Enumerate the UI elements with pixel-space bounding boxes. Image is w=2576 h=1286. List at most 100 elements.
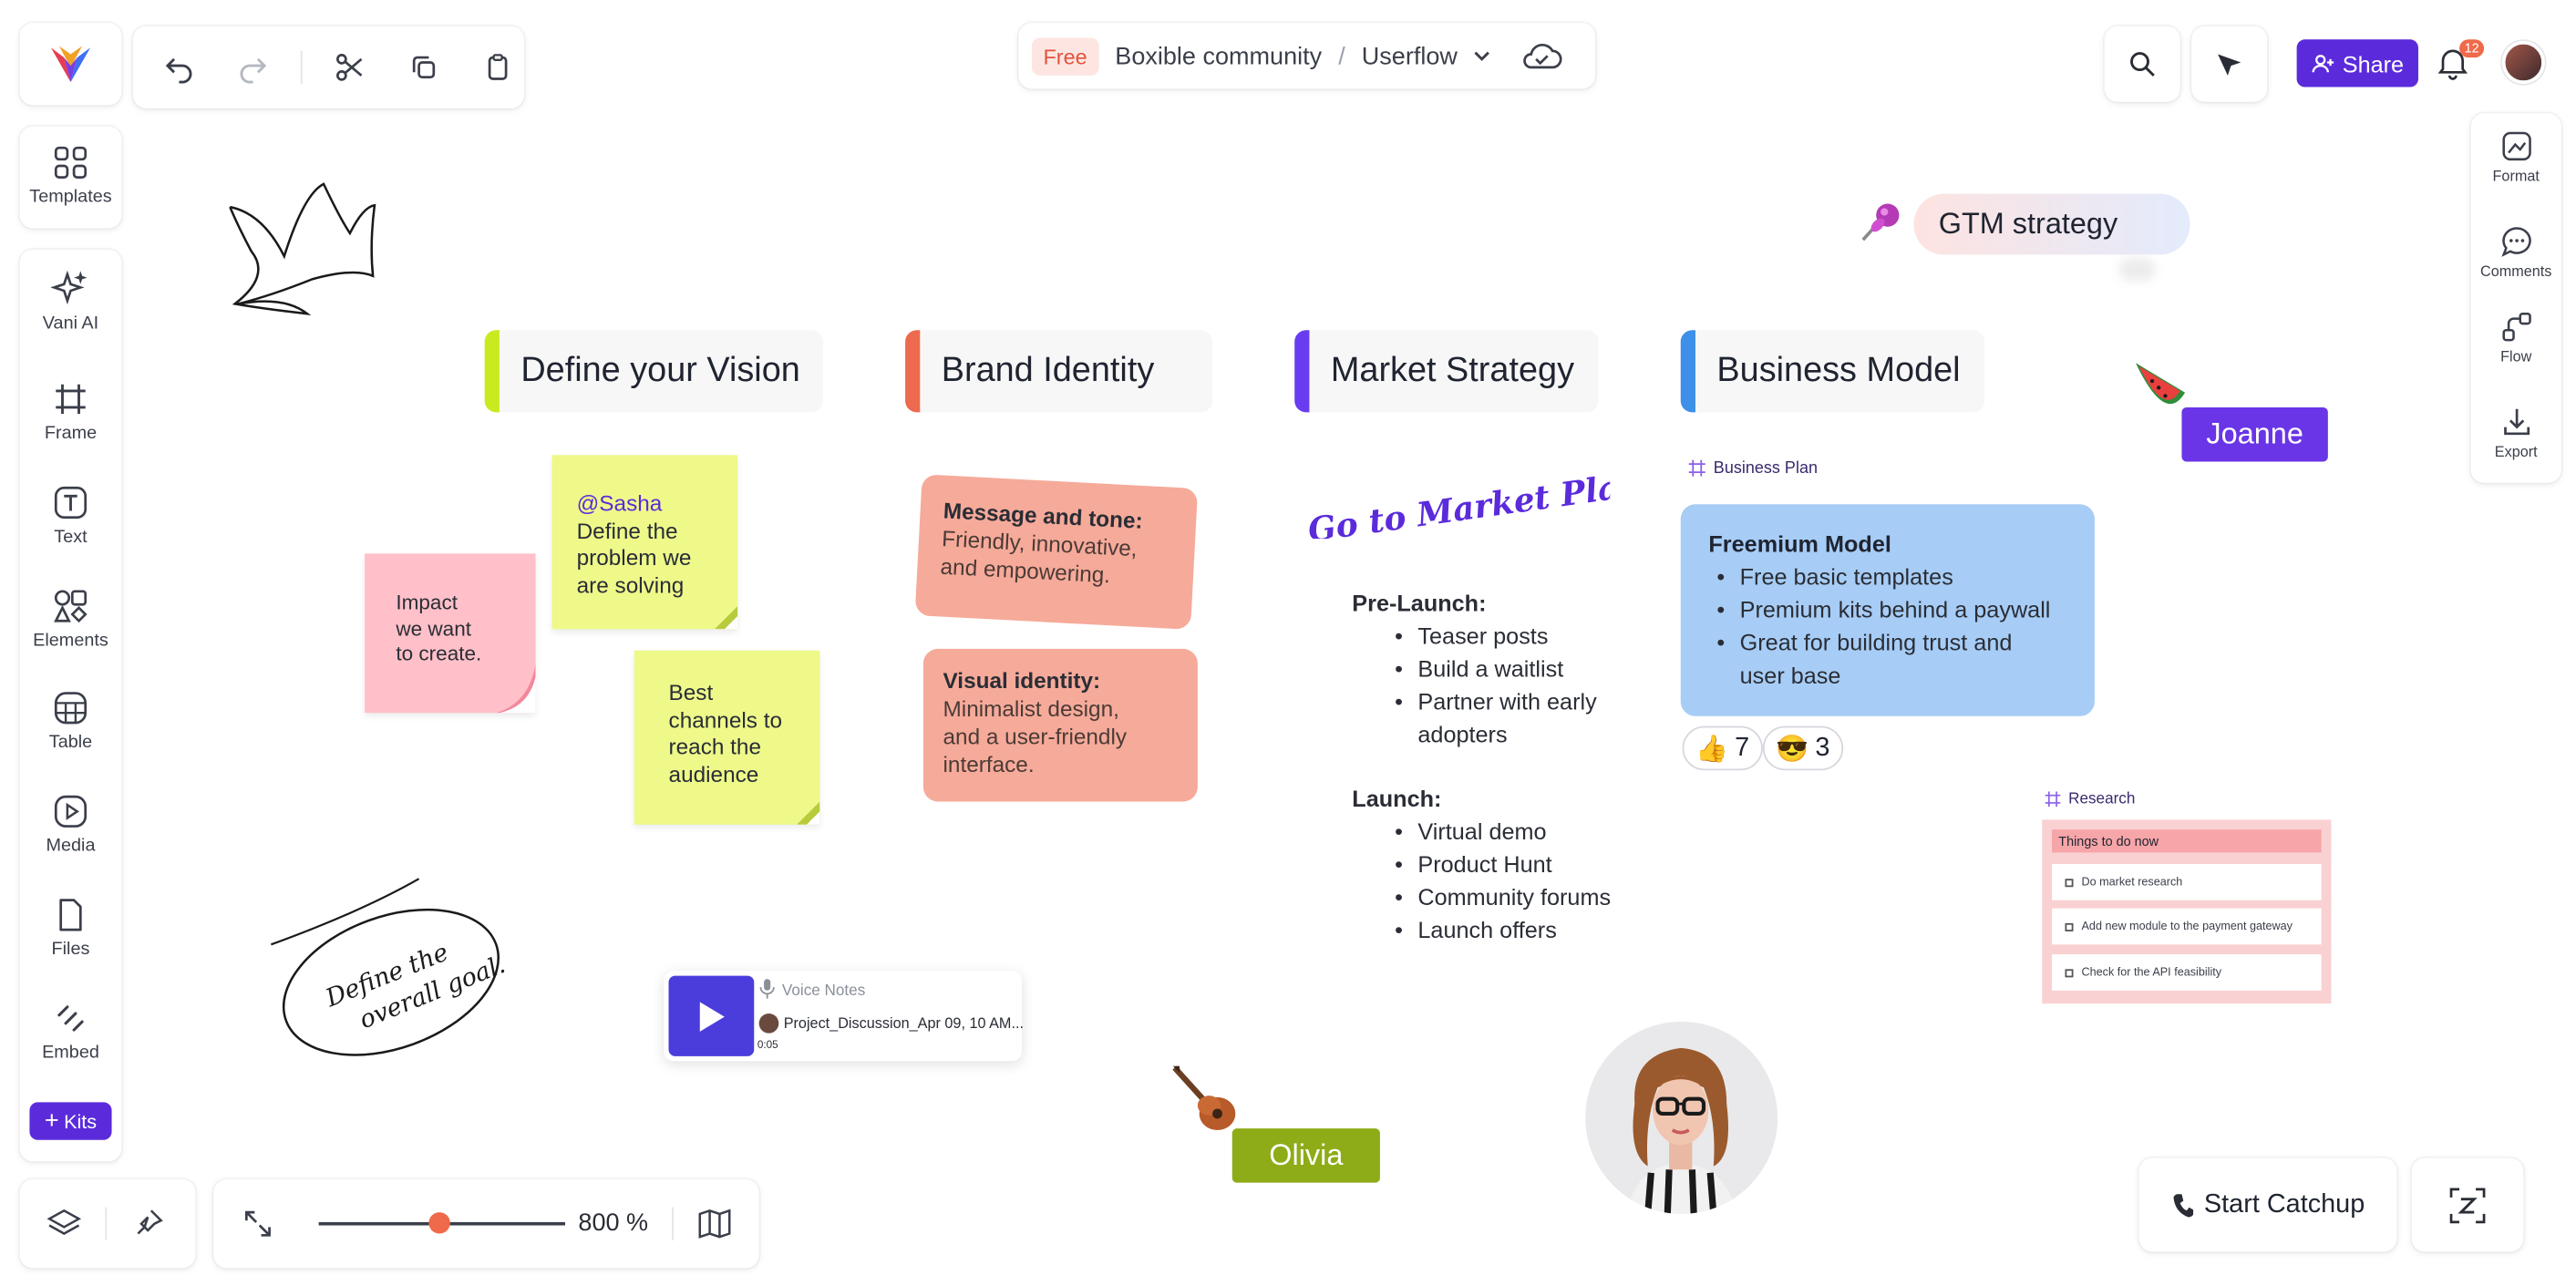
tag-shadow: [2118, 257, 2156, 282]
checkbox[interactable]: [2065, 968, 2074, 977]
card-line: Minimalist design,: [943, 695, 1119, 721]
reaction-count: 7: [1735, 733, 1750, 762]
watermelon-sticker[interactable]: [2129, 360, 2191, 419]
toolbar-divider: [300, 50, 303, 84]
follow-cursor-button[interactable]: [2191, 26, 2268, 102]
copy-button[interactable]: [399, 41, 450, 94]
checkbox[interactable]: [2065, 921, 2074, 931]
search-button[interactable]: [2104, 26, 2180, 102]
sidebar-item-label: Flow: [2500, 348, 2532, 365]
list-item: Teaser posts: [1395, 619, 1640, 652]
format-icon: [2501, 131, 2530, 161]
chevron-down-icon[interactable]: [1474, 49, 1490, 62]
board-name[interactable]: Userflow: [1361, 41, 1458, 70]
add-kits-button[interactable]: + Kits: [29, 1102, 112, 1140]
sidebar-item-table[interactable]: Table: [20, 690, 122, 752]
section-title: Brand Identity: [941, 351, 1155, 390]
research-frame-label[interactable]: Research: [2044, 790, 2135, 808]
sidebar-item-embed[interactable]: Embed: [20, 1001, 122, 1063]
zoom-level[interactable]: 800 %: [578, 1209, 649, 1238]
gtm-strategy-tag[interactable]: GTM strategy: [1913, 193, 2190, 255]
cut-button[interactable]: [325, 41, 376, 94]
portrait-image[interactable]: [1585, 1022, 1778, 1214]
search-icon: [2130, 52, 2155, 77]
sticky-note-problem[interactable]: @Sasha Define the problem we are solving: [551, 455, 738, 630]
notifications-button[interactable]: 12: [2435, 39, 2485, 84]
user-avatar[interactable]: [2501, 41, 2545, 84]
sidebar-item-label: Media: [46, 836, 96, 856]
brand-card-message[interactable]: Message and tone: Friendly, innovative, …: [914, 474, 1199, 630]
launch-title: Launch:: [1352, 785, 1442, 812]
section-header-brand[interactable]: Brand Identity: [905, 330, 1213, 413]
focus-mode-button[interactable]: [2411, 1157, 2524, 1252]
share-button[interactable]: Share: [2296, 39, 2418, 87]
sidebar-item-comments[interactable]: Comments: [2471, 225, 2561, 279]
todo-item[interactable]: Check for the API feasibility: [2052, 954, 2322, 991]
header-accent-bar: [905, 330, 921, 413]
sticky-line: problem we: [576, 546, 692, 571]
sidebar-item-format[interactable]: Format: [2471, 129, 2561, 184]
section-header-market[interactable]: Market Strategy: [1294, 330, 1599, 413]
layers-icon[interactable]: [46, 1206, 82, 1242]
workspace-link[interactable]: Boxible community: [1115, 41, 1323, 70]
pointer-icon: [2218, 54, 2241, 76]
card-line: interface.: [943, 751, 1035, 777]
sidebar-item-elements[interactable]: Elements: [20, 588, 122, 651]
left-tool-sidebar: Vani AI Frame Text Elements Table Media …: [19, 249, 122, 1162]
handwritten-gtm-title[interactable]: Go to Market Plan?: [1298, 457, 1610, 539]
brand-card-visual[interactable]: Visual identity: Minimalist design, and …: [922, 648, 1198, 802]
guitar-sticker[interactable]: [1170, 1063, 1242, 1135]
sidebar-item-text[interactable]: Text: [20, 485, 122, 547]
sidebar-item-frame[interactable]: Frame: [20, 381, 122, 444]
sticky-note-channels[interactable]: Best channels to reach the audience: [634, 650, 820, 825]
research-todo-card[interactable]: Things to do now Do market research Add …: [2042, 819, 2332, 1004]
sticky-note-impact[interactable]: Impact we want to create.: [365, 553, 536, 714]
pre-launch-list: Teaser posts Build a waitlist Partner wi…: [1395, 619, 1640, 750]
sidebar-item-media[interactable]: Media: [20, 794, 122, 856]
collaborator-tag-olivia[interactable]: Olivia: [1231, 1128, 1380, 1183]
scissors-icon: [336, 54, 364, 81]
business-plan-frame-label[interactable]: Business Plan: [1687, 458, 1818, 478]
play-button[interactable]: [668, 975, 755, 1056]
minimap-icon[interactable]: [696, 1206, 733, 1242]
sidebar-item-templates[interactable]: Templates: [20, 145, 122, 207]
start-catchup-button[interactable]: Start Catchup: [2138, 1157, 2397, 1252]
section-header-vision[interactable]: Define your Vision: [484, 330, 823, 413]
reaction-thumbs-up[interactable]: 👍 7: [1682, 725, 1763, 771]
plan-badge[interactable]: Free: [1031, 36, 1099, 76]
zoom-bar: 800 %: [213, 1179, 759, 1269]
sidebar-item-vani-ai[interactable]: Vani AI: [20, 268, 122, 334]
sidebar-item-files[interactable]: Files: [20, 897, 122, 960]
doodle-scribble[interactable]: [222, 178, 386, 325]
undo-button[interactable]: [153, 41, 204, 94]
fullscreen-icon[interactable]: [242, 1208, 274, 1240]
collaborator-tag-joanne[interactable]: Joanne: [2181, 406, 2328, 462]
mention-sasha[interactable]: @Sasha: [576, 490, 663, 516]
section-header-business[interactable]: Business Model: [1680, 330, 1985, 413]
checkbox[interactable]: [2065, 878, 2074, 887]
reaction-cool[interactable]: 😎 3: [1762, 725, 1843, 771]
list-item-continued: adopters: [1417, 721, 1508, 748]
redo-button[interactable]: [227, 41, 278, 94]
list-item: Launch offers: [1395, 913, 1640, 946]
pin-icon[interactable]: [129, 1206, 166, 1242]
phone-icon: [2172, 1193, 2193, 1217]
sidebar-item-flow[interactable]: Flow: [2471, 311, 2561, 365]
paste-button[interactable]: [473, 41, 524, 94]
edit-toolbar: [132, 26, 524, 108]
todo-item[interactable]: Add new module to the payment gateway: [2052, 908, 2322, 945]
list-item: Product Hunt: [1395, 848, 1640, 880]
app-logo[interactable]: [19, 23, 122, 106]
freemium-model-card[interactable]: Freemium Model Free basic templates Prem…: [1680, 504, 2095, 716]
zoom-slider-thumb[interactable]: [428, 1212, 450, 1234]
breadcrumb-separator: /: [1338, 41, 1345, 70]
add-user-icon: [2312, 54, 2334, 72]
market-plan-text[interactable]: Pre-Launch: Teaser posts Build a waitlis…: [1352, 586, 1639, 946]
handwritten-goal-doodle[interactable]: Define the overall goal.: [263, 870, 510, 1059]
voice-note-card[interactable]: Voice Notes Project_Discussion_Apr 09, 1…: [664, 971, 1024, 1062]
sidebar-item-label: Text: [54, 527, 88, 548]
sparkle-icon: [50, 270, 88, 305]
todo-item[interactable]: Do market research: [2052, 864, 2322, 900]
sidebar-item-export[interactable]: Export: [2471, 406, 2561, 460]
